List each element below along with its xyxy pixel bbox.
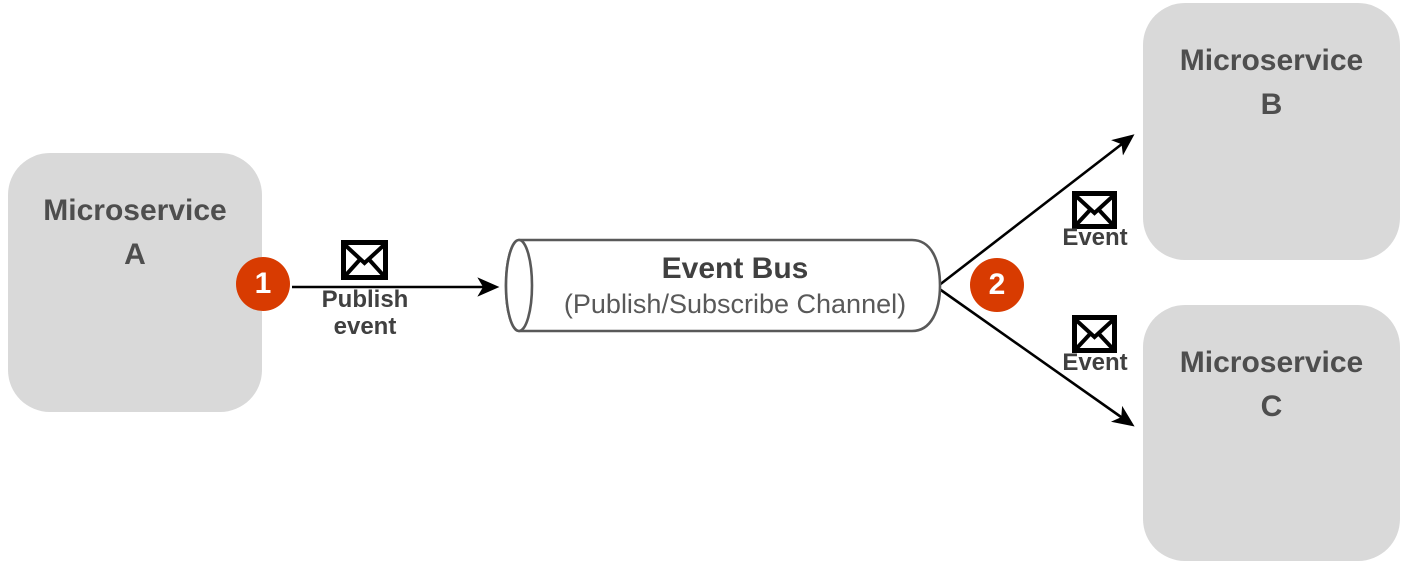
cylinder-cap <box>504 238 534 333</box>
event-label-to-c: Event <box>1062 349 1128 376</box>
node-label-line2: C <box>1260 390 1283 423</box>
node-microservice-c: Microservice C <box>1143 305 1400 561</box>
node-microservice-b: Microservice B <box>1143 3 1400 260</box>
event-bus-label: Event Bus (Publish/Subscribe Channel) <box>535 243 935 329</box>
envelope-icon <box>1072 315 1117 353</box>
node-label-line2: A <box>124 238 146 271</box>
node-label: Microservice A <box>8 153 262 277</box>
node-microservice-a: Microservice A <box>8 153 262 412</box>
step-1-badge: 1 <box>236 257 290 311</box>
event-bus-title: Event Bus <box>661 252 809 285</box>
node-label-line1: Microservice <box>1179 44 1364 77</box>
envelope-icon <box>1072 191 1117 229</box>
event-label-to-b: Event <box>1062 224 1128 251</box>
node-label-line1: Microservice <box>43 194 227 227</box>
node-label-line2: B <box>1260 88 1283 121</box>
node-label: Microservice B <box>1143 3 1400 127</box>
node-label: Microservice C <box>1143 305 1400 429</box>
envelope-icon <box>341 240 388 280</box>
publish-event-label-line2: event <box>333 313 397 340</box>
publish-event-label: Publish event <box>303 286 427 340</box>
publish-event-label-line1: Publish <box>321 286 409 313</box>
event-bus-subtitle: (Publish/Subscribe Channel) <box>563 289 907 319</box>
step-2-badge: 2 <box>970 258 1024 312</box>
node-label-line1: Microservice <box>1179 346 1364 379</box>
